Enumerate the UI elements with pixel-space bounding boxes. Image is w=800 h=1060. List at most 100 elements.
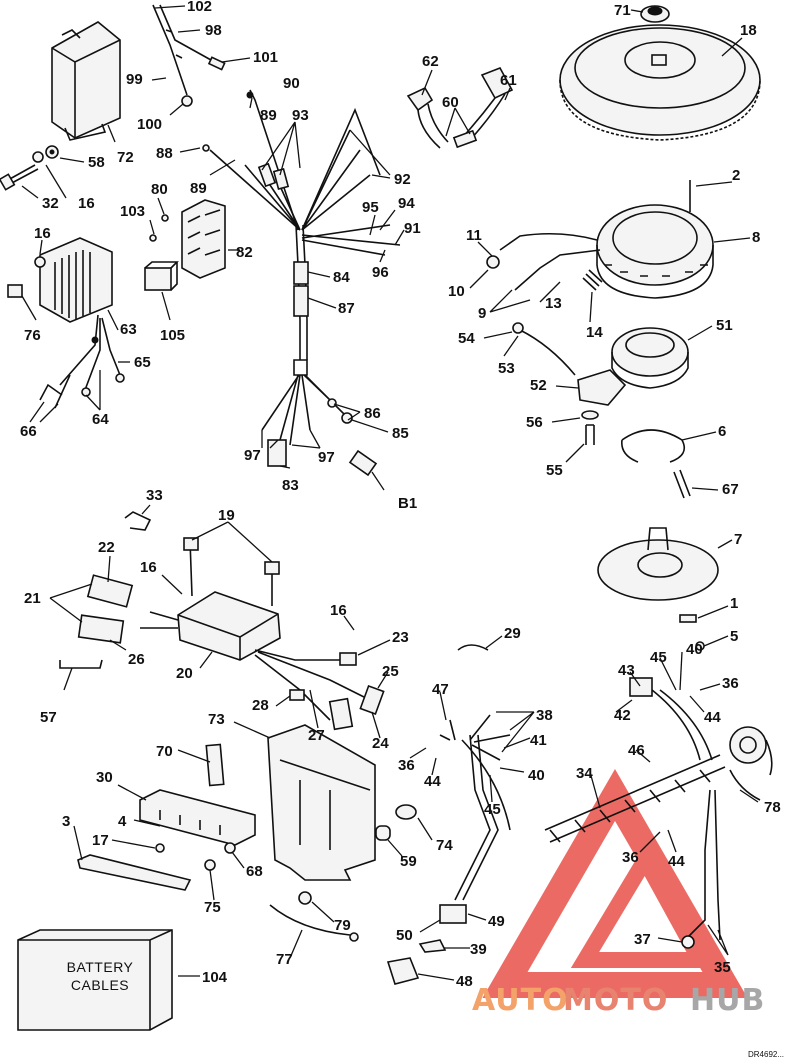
callout-61: 61 [500,72,517,89]
clip-6-screw-67 [621,429,691,499]
callout-52: 52 [530,377,547,394]
callout-16a: 16 [78,195,95,212]
callout-89b: 89 [190,180,207,197]
callout-97a: 97 [244,447,261,464]
callout-93: 93 [292,107,309,124]
callout-24: 24 [372,735,389,752]
callout-87: 87 [338,300,355,317]
callout-39: 39 [470,941,487,958]
callout-23: 23 [392,629,409,646]
callout-99: 99 [126,71,143,88]
callout-64: 64 [92,411,109,428]
callout-3: 3 [62,813,70,830]
callout-103: 103 [120,203,145,220]
callout-19: 19 [218,507,235,524]
callout-21: 21 [24,590,41,607]
callout-58: 58 [88,154,105,171]
callout-45b: 45 [484,801,501,818]
callout-32: 32 [42,195,59,212]
callout-80: 80 [151,181,168,198]
callout-47: 47 [432,681,449,698]
callout-91: 91 [404,220,421,237]
watermark-triangle-inner [570,843,714,968]
battery-box-line2: CABLES [71,977,129,993]
callout-10: 10 [448,283,465,300]
terminal-strip-30 [77,789,256,891]
callout-96: 96 [372,264,389,281]
callout-34: 34 [576,765,593,782]
callout-28: 28 [252,697,269,714]
harness-lower [386,677,773,985]
callout-98: 98 [205,22,222,39]
callout-1: 1 [730,595,738,612]
callout-45a: 45 [650,649,667,666]
watermark-hub: HUB [690,983,765,1018]
callout-27: 27 [308,727,325,744]
callout-48: 48 [456,973,473,990]
callout-41: 41 [530,732,547,749]
callout-50: 50 [396,927,413,944]
callout-88: 88 [156,145,173,162]
callout-84: 84 [333,269,350,286]
callout-71: 71 [614,2,631,19]
callout-16d: 16 [330,602,347,619]
callout-5: 5 [730,628,738,645]
callout-17: 17 [92,832,109,849]
callout-81: B1 [398,495,417,512]
callout-65: 65 [134,354,151,371]
small-hardware [155,804,417,942]
callout-44b: 44 [424,773,441,790]
callout-105: 105 [160,327,185,344]
callout-68: 68 [246,863,263,880]
callout-104: 104 [202,969,228,986]
callout-29: 29 [504,625,521,642]
callout-95: 95 [362,199,379,216]
callout-102: 102 [187,0,212,15]
watermark-auto: AUTO [472,983,569,1018]
callout-85: 85 [392,425,409,442]
callout-74: 74 [436,837,453,854]
callout-36c: 36 [622,849,639,866]
callout-44c: 44 [668,853,685,870]
callout-49: 49 [488,913,505,930]
flywheel-18 [559,5,761,141]
callout-54: 54 [458,330,475,347]
callout-2: 2 [732,167,740,184]
callout-35: 35 [714,959,731,976]
callout-66: 66 [20,423,37,440]
callout-92: 92 [394,171,411,188]
bracket-73 [205,724,376,881]
stator-8 [486,180,714,299]
callout-101: 101 [253,49,278,66]
callout-72: 72 [117,149,134,166]
callout-13: 13 [545,295,562,312]
callout-51: 51 [716,317,733,334]
callout-44a: 44 [704,709,721,726]
hardware-58-16-32 [0,145,59,191]
callout-62: 62 [422,53,439,70]
callout-70: 70 [156,743,173,760]
callout-33: 33 [146,487,163,504]
callout-37: 37 [634,931,651,948]
battery-cables-box [17,929,173,1031]
callout-100: 100 [137,116,162,133]
callout-86: 86 [364,405,381,422]
callout-73: 73 [208,711,225,728]
callout-8: 8 [752,229,760,246]
callout-82: 82 [236,244,253,261]
callout-46: 46 [628,742,645,759]
callout-79: 79 [334,917,351,934]
callout-83: 83 [282,477,299,494]
callout-59: 59 [400,853,417,870]
callout-16b: 16 [34,225,51,242]
callout-20: 20 [176,665,193,682]
callout-78: 78 [764,799,781,816]
spark-leads-60-62 [406,66,514,149]
wire-98-99 [152,4,226,107]
callout-25: 25 [382,663,399,680]
timer-base-51-52 [512,322,689,445]
harness-main [202,89,401,477]
regulator-63 [7,237,125,409]
callout-76: 76 [24,327,41,344]
